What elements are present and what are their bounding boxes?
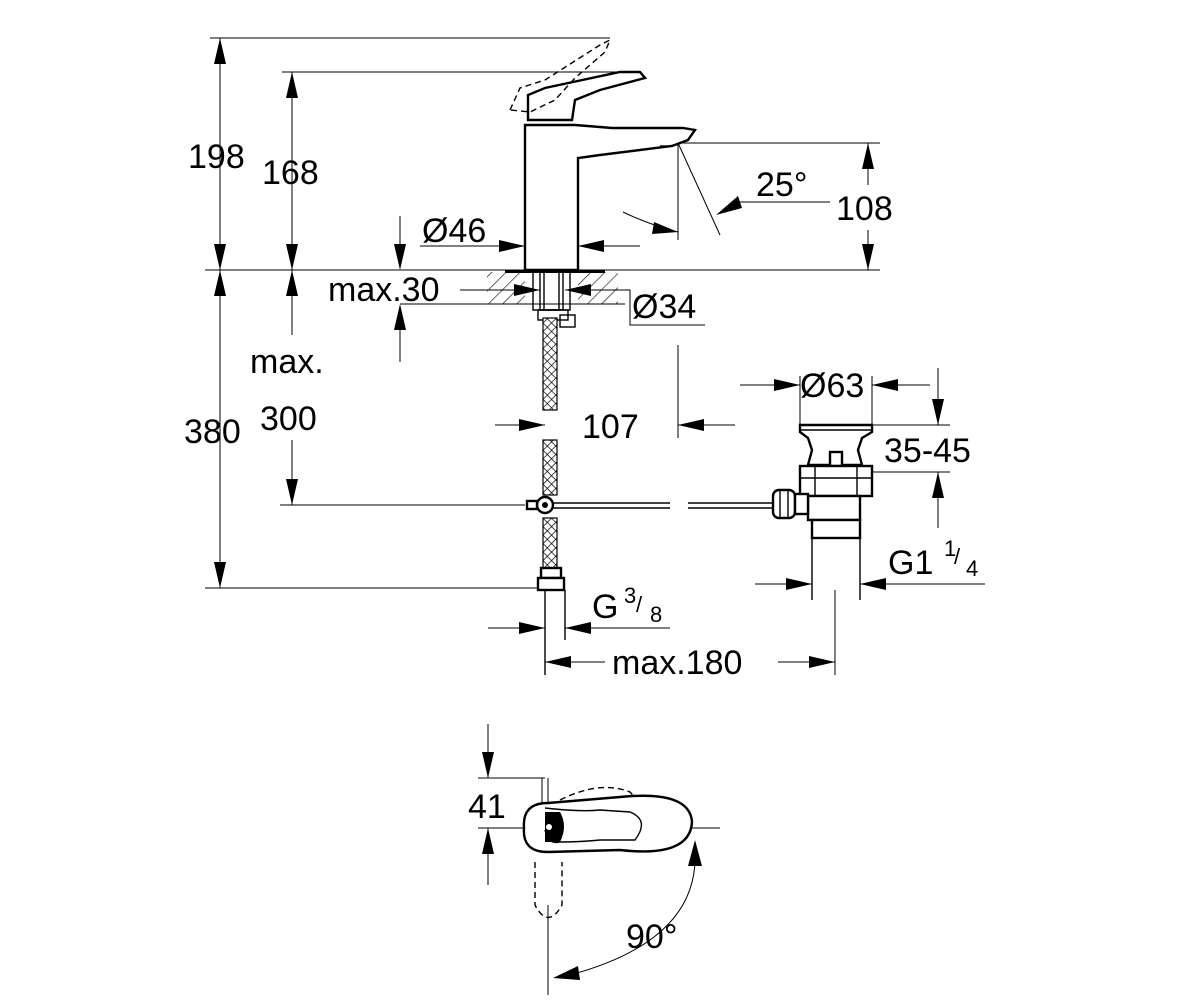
label-107: 107 bbox=[582, 408, 639, 446]
label-diameter-63: Ø63 bbox=[800, 367, 864, 405]
label-diameter-34: Ø34 bbox=[632, 288, 696, 326]
dimension-angle-90 bbox=[547, 827, 720, 995]
svg-text:1: 1 bbox=[944, 536, 956, 561]
dimension-thread-g1-1-4 bbox=[755, 578, 985, 590]
svg-text:G: G bbox=[592, 588, 618, 626]
dimension-107 bbox=[495, 345, 735, 438]
label-35-45: 35-45 bbox=[884, 432, 971, 470]
label-41: 41 bbox=[468, 788, 506, 826]
lever-inner bbox=[544, 807, 643, 844]
svg-text:G1: G1 bbox=[888, 544, 933, 582]
deck-section bbox=[487, 272, 625, 305]
lever-dashed-top bbox=[559, 786, 638, 831]
label-max-180: max.180 bbox=[612, 644, 742, 682]
dimension-max-30 bbox=[394, 284, 625, 362]
label-380: 380 bbox=[184, 413, 241, 451]
aerator-dot bbox=[546, 824, 552, 830]
supply-hose-upper bbox=[542, 317, 558, 411]
front-view: 198 168 Ø46 max.30 Ø34 25° 108 max. 300 … bbox=[184, 37, 985, 682]
dimension-198 bbox=[214, 38, 226, 588]
svg-text:/: / bbox=[954, 544, 961, 569]
dimension-41 bbox=[478, 724, 545, 885]
dimension-angle-25 bbox=[622, 142, 830, 240]
label-168: 168 bbox=[262, 154, 319, 192]
faucet-body bbox=[505, 38, 698, 273]
svg-text:/: / bbox=[636, 592, 643, 617]
label-angle-90: 90° bbox=[626, 918, 677, 956]
popup-rod bbox=[525, 495, 780, 515]
label-angle-25: 25° bbox=[756, 166, 807, 204]
hose-fitting bbox=[536, 566, 566, 675]
label-diameter-46: Ø46 bbox=[422, 212, 486, 250]
top-view: 41 90° bbox=[468, 724, 720, 995]
label-max: max. bbox=[250, 343, 324, 381]
leader-diameter-34 bbox=[625, 289, 705, 326]
svg-text:4: 4 bbox=[966, 556, 978, 581]
label-198: 198 bbox=[188, 138, 245, 176]
dimension-max-180 bbox=[545, 590, 836, 675]
waste-assembly bbox=[771, 423, 874, 600]
dimension-diameter-63 bbox=[740, 376, 930, 425]
supply-hose-lower bbox=[542, 517, 558, 571]
svg-text:3: 3 bbox=[624, 583, 636, 608]
dimension-thread-g-3-8 bbox=[488, 622, 670, 634]
svg-text:8: 8 bbox=[650, 602, 662, 627]
dimension-168 bbox=[286, 72, 298, 505]
spout-top bbox=[545, 812, 564, 842]
dimension-diameter-46 bbox=[394, 216, 640, 270]
dimension-108 bbox=[862, 143, 874, 270]
label-g1-1-4: G1 1 / 4 bbox=[888, 536, 978, 582]
label-g-3-8: G 3 / 8 bbox=[592, 583, 662, 627]
dimension-35-45 bbox=[872, 368, 950, 528]
label-108: 108 bbox=[836, 190, 893, 228]
label-max-30: max.30 bbox=[328, 271, 440, 309]
label-300: 300 bbox=[260, 400, 317, 438]
supply-hose-middle bbox=[542, 439, 558, 496]
